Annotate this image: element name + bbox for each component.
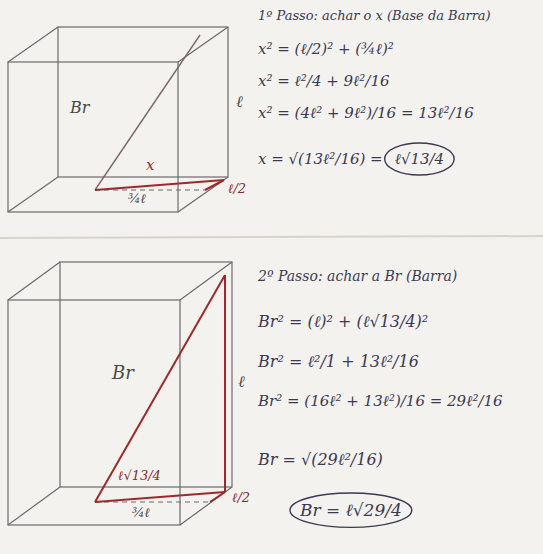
note-text: Br = √(29ℓ²/16) bbox=[258, 450, 383, 469]
note-text: x² = ℓ²/4 + 9ℓ²/16 bbox=[258, 72, 389, 90]
cube-top bbox=[8, 27, 228, 212]
answer-circle bbox=[290, 493, 412, 527]
note-text: ¾ℓ bbox=[128, 191, 146, 207]
note-text: ℓ/2 bbox=[228, 181, 246, 197]
note-text: Br bbox=[70, 98, 89, 117]
page-fold bbox=[0, 236, 543, 238]
note-text: 2º Passo: achar a Br (Barra) bbox=[258, 268, 457, 285]
note-text: x² = (ℓ/2)² + (¾ℓ)² bbox=[258, 40, 394, 58]
note-text: ℓ bbox=[236, 92, 243, 111]
answer-circle bbox=[385, 143, 455, 175]
answer-text: Br = ℓ√29/4 bbox=[300, 500, 402, 520]
note-text: Br bbox=[112, 362, 134, 384]
note-text: ℓ bbox=[238, 372, 245, 391]
triangle-bottom bbox=[95, 275, 225, 502]
note-text: Br² = ℓ²/1 + 13ℓ²/16 bbox=[258, 352, 419, 371]
note-text: ℓ/2 bbox=[232, 490, 250, 506]
cube-bottom bbox=[8, 262, 232, 525]
note-text: Br² = (ℓ)² + (ℓ√13/4)² bbox=[258, 312, 428, 331]
note-text: x = √(13ℓ²/16) = bbox=[258, 150, 383, 168]
note-text: x bbox=[146, 156, 154, 174]
note-text: 1º Passo: achar o x (Base da Barra) bbox=[258, 8, 491, 24]
note-text: ℓ√13/4 bbox=[118, 468, 161, 484]
triangle-top bbox=[95, 180, 224, 190]
note-text: ¾ℓ bbox=[132, 505, 150, 521]
note-text: Br² = (16ℓ² + 13ℓ²)/16 = 29ℓ²/16 bbox=[258, 392, 503, 410]
answer-text: ℓ√13/4 bbox=[395, 150, 445, 168]
note-text: x² = (4ℓ² + 9ℓ²)/16 = 13ℓ²/16 bbox=[258, 104, 474, 122]
